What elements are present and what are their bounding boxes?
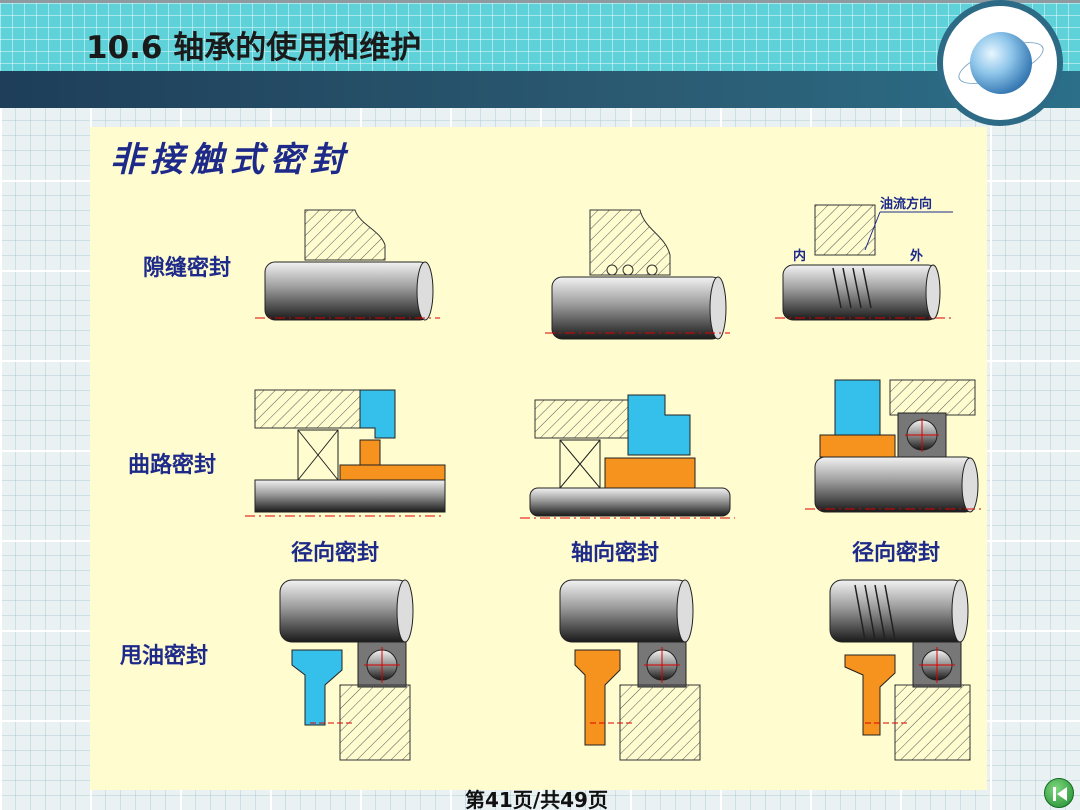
- globe-icon: [970, 32, 1032, 94]
- panel-title: 非接触式密封: [110, 140, 350, 180]
- inner-label: 内: [793, 248, 806, 264]
- col-label-axial-seal: 轴向密封: [571, 540, 660, 566]
- page-indicator: 第41页/共49页: [465, 788, 608, 810]
- oil-slinger-seal-diagram-1: [279, 579, 414, 761]
- col-label-radial-seal-2: 径向密封: [852, 540, 941, 566]
- header-dark-band: [0, 71, 1080, 108]
- row-label-oil-slinger-seal: 甩油密封: [120, 643, 209, 669]
- oil-slinger-seal-diagram-2: [559, 579, 701, 761]
- outer-label: 外: [909, 248, 923, 264]
- labyrinth-seal-diagram-3: [805, 379, 983, 513]
- oil-slinger-seal-diagram-3: [829, 579, 971, 761]
- slide-title: 10.6 轴承的使用和维护: [86, 30, 422, 66]
- gap-seal-diagram-1: [255, 209, 440, 321]
- top-border: [0, 0, 1080, 3]
- first-page-icon: [1053, 787, 1067, 801]
- labyrinth-seal-diagram-2: [520, 394, 735, 519]
- first-page-button[interactable]: [1044, 778, 1074, 808]
- title-band: [0, 3, 1080, 71]
- gap-seal-diagram-3: 油流方向 内 外: [775, 196, 955, 321]
- oil-flow-label: 油流方向: [880, 196, 932, 212]
- row-label-gap-seal: 隙缝密封: [143, 255, 232, 281]
- gap-seal-diagram-2: [545, 209, 730, 340]
- labyrinth-seal-diagram-1: [245, 389, 446, 517]
- col-label-radial-seal-1: 径向密封: [291, 540, 380, 566]
- row-label-labyrinth-seal: 曲路密封: [128, 452, 217, 478]
